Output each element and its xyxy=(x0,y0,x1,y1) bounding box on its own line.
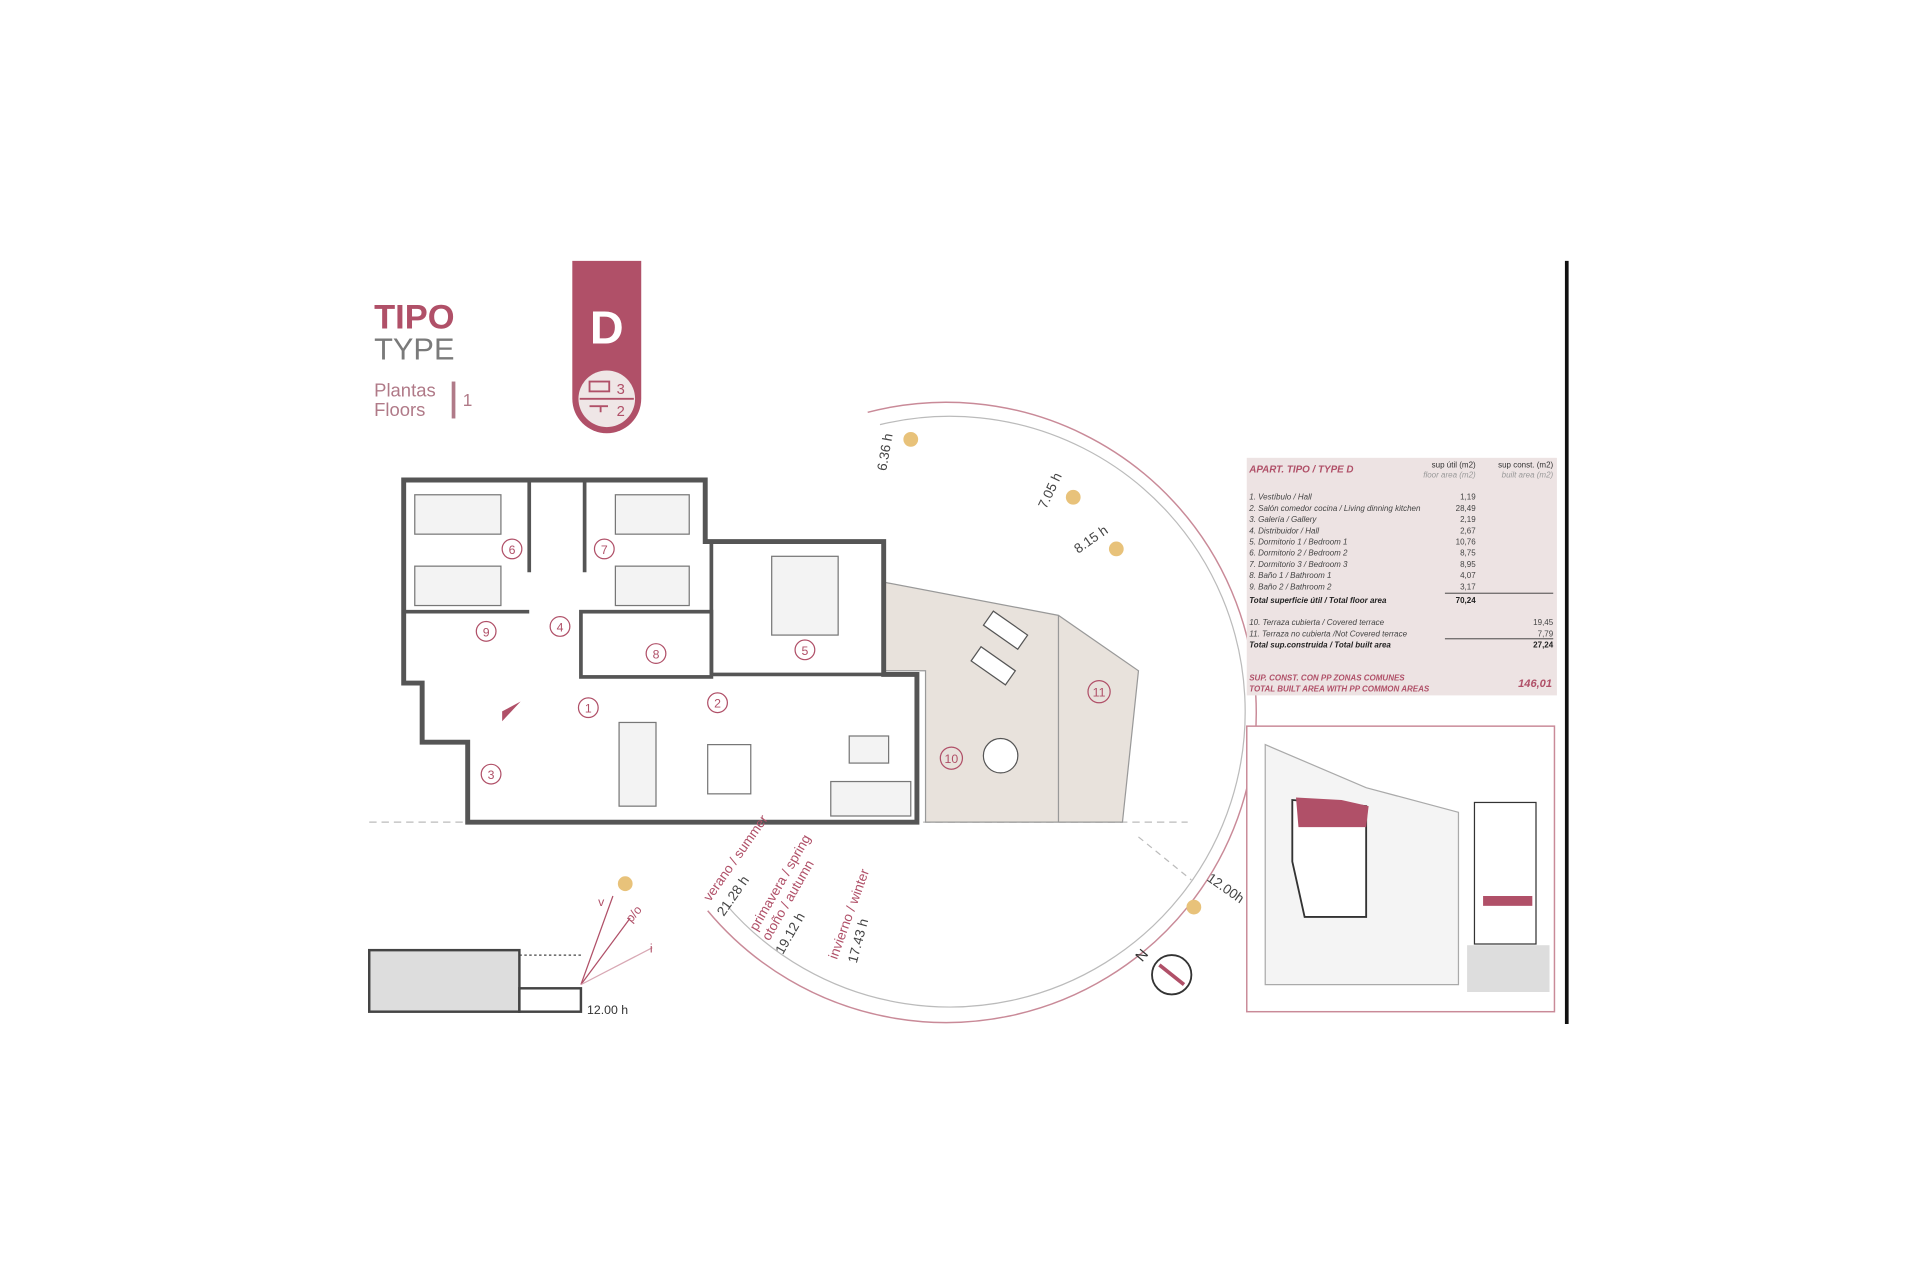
terrace-row-label: 11. Terraza no cubierta /Not Covered ter… xyxy=(1249,629,1407,638)
room-11: 11 xyxy=(1093,686,1106,700)
table-row-label: 3. Galería / Gallery xyxy=(1249,515,1317,524)
table-row-label: 8. Baño 1 / Bathroom 1 xyxy=(1249,571,1331,580)
sun-path-arc xyxy=(707,401,1257,1024)
col1-header: sup útil (m2) xyxy=(1432,461,1476,470)
col2-header: sup const. (m2) xyxy=(1498,461,1553,470)
north-label: N xyxy=(1133,947,1152,965)
label-plantas: Plantas xyxy=(374,379,436,400)
table-row-label: 7. Dormitorio 3 / Bedroom 3 xyxy=(1249,560,1348,569)
bathroom-count: 2 xyxy=(617,404,625,420)
table-row-label: 9. Baño 2 / Bathroom 2 xyxy=(1249,582,1332,591)
common-label-1: SUP. CONST. CON PP ZONAS COMUNES xyxy=(1249,674,1405,683)
v-label: v xyxy=(598,895,605,909)
room-1: 1 xyxy=(585,702,592,716)
sun-time-1: 6.36 h xyxy=(874,432,895,472)
room-8: 8 xyxy=(653,647,660,661)
table-row-value: 2,67 xyxy=(1460,526,1476,535)
sunbeds xyxy=(970,610,1029,774)
north-compass-icon: N xyxy=(1133,947,1193,996)
sun-section: v p/o i 12.00 h xyxy=(368,895,653,1017)
po-label: p/o xyxy=(623,903,645,925)
sun-time-3: 8.15 h xyxy=(1071,522,1110,556)
section-time: 12.00 h xyxy=(587,1003,628,1017)
room-9: 9 xyxy=(483,625,490,639)
badge-letter: D xyxy=(590,301,624,353)
common-label-2: TOTAL BUILT AREA WITH PP COMMON AREAS xyxy=(1249,685,1430,694)
bedroom-count: 3 xyxy=(617,382,625,398)
table-row-label: 4. Distribuidor / Hall xyxy=(1249,526,1319,535)
table-row-label: 1. Vestíbulo / Hall xyxy=(1249,493,1312,502)
table-row-value: 8,75 xyxy=(1460,549,1476,558)
room-10: 10 xyxy=(945,752,959,766)
table-row-label: 6. Dormitorio 2 / Bedroom 2 xyxy=(1249,549,1348,558)
terrace-row-value: 7,79 xyxy=(1538,629,1554,638)
common-value: 146,01 xyxy=(1518,678,1552,690)
shower-icon xyxy=(589,405,608,413)
label-floors: Floors xyxy=(374,399,425,420)
room-6: 6 xyxy=(509,543,516,557)
table-row-value: 8,95 xyxy=(1460,560,1476,569)
table-row-label: 5. Dormitorio 1 / Bedroom 1 xyxy=(1249,537,1347,546)
total-built-label: Total sup.construida / Total built area xyxy=(1249,640,1391,649)
table-row-value: 3,17 xyxy=(1460,582,1476,591)
floor-count: 1 xyxy=(463,390,473,410)
terrace-area xyxy=(883,581,1140,823)
room-labels xyxy=(475,538,1111,785)
total-floor-label: Total superficie útil / Total floor area xyxy=(1249,596,1387,605)
room-3: 3 xyxy=(488,768,495,782)
floor-plan xyxy=(401,477,920,825)
table-row-value: 4,07 xyxy=(1460,571,1476,580)
room-5: 5 xyxy=(802,644,809,658)
total-floor-value: 70,24 xyxy=(1456,596,1477,605)
title-type: TYPE xyxy=(374,331,454,366)
bed-icon xyxy=(588,380,611,393)
table-row-value: 10,76 xyxy=(1456,537,1477,546)
type-badge: D 3 2 xyxy=(572,260,642,434)
room-7: 7 xyxy=(601,543,608,557)
sun-time-4: 12.00h xyxy=(1204,870,1246,906)
i-label: i xyxy=(650,942,653,956)
site-plan xyxy=(1246,725,1556,1013)
total-built-value: 27,24 xyxy=(1533,640,1554,649)
table-row-value: 2,19 xyxy=(1460,515,1476,524)
table-row-value: 1,19 xyxy=(1460,493,1476,502)
terrace-row-label: 10. Terraza cubierta / Covered terrace xyxy=(1249,618,1384,627)
sun-time-2: 7.05 h xyxy=(1035,470,1064,510)
room-2: 2 xyxy=(714,697,721,711)
sun-icon xyxy=(617,432,1202,915)
title-tipo: TIPO xyxy=(374,299,454,337)
col2-subheader: built area (m2) xyxy=(1502,471,1554,480)
terrace-row-value: 19,45 xyxy=(1533,618,1554,627)
table-row-label: 2. Salón comedor cocina / Living dinning… xyxy=(1248,504,1421,513)
noon-line xyxy=(1138,836,1192,881)
col1-subheader: floor area (m2) xyxy=(1423,471,1476,480)
divider xyxy=(451,381,456,419)
table-title: APART. TIPO / TYPE D xyxy=(1248,465,1353,476)
area-table: APART. TIPO / TYPE D sup útil (m2) floor… xyxy=(1246,457,1557,696)
room-4: 4 xyxy=(557,620,564,634)
table-row-value: 28,49 xyxy=(1456,504,1477,513)
